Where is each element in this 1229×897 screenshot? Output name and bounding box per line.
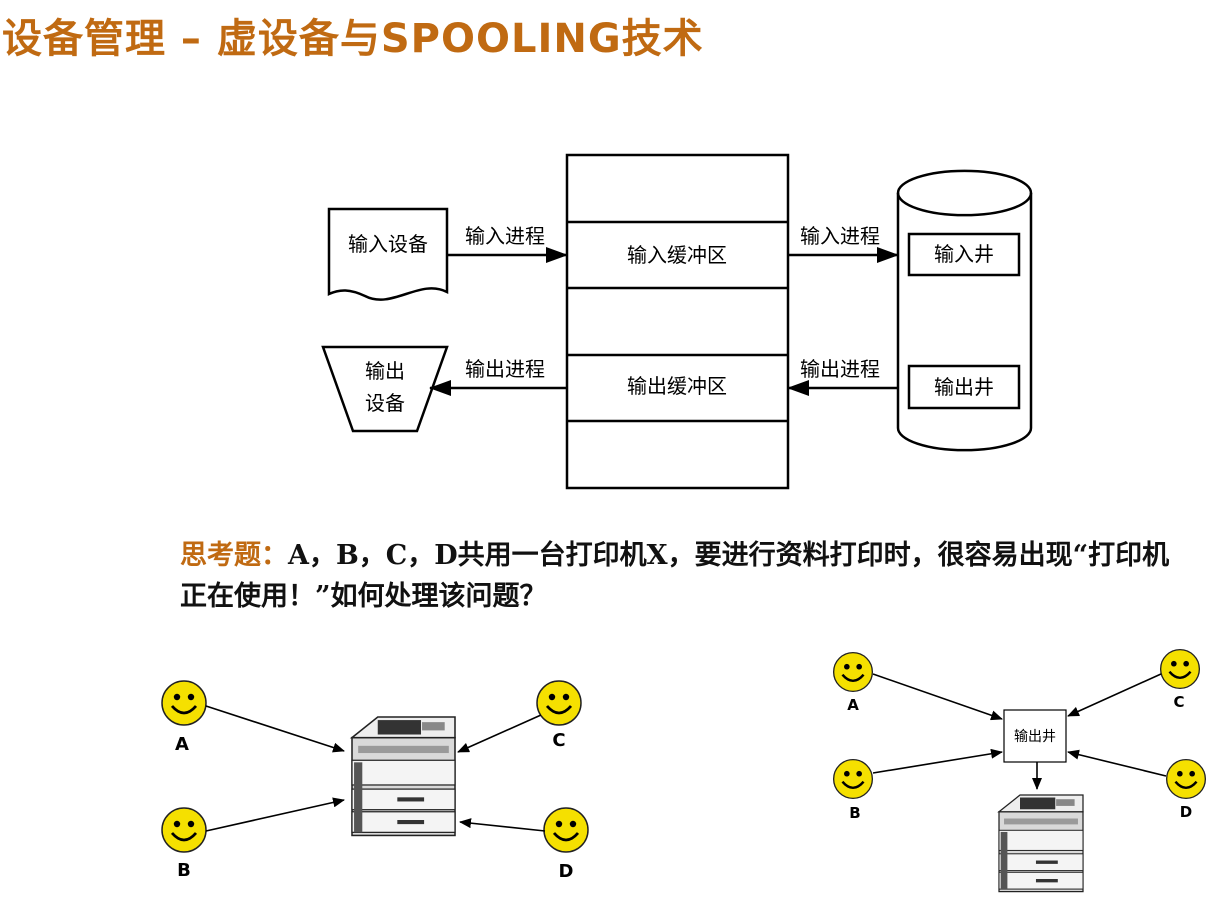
smiley-face-icon [1165,758,1207,800]
output-device: 输出 设备 [321,345,449,433]
input-device-label: 输入设备 [348,232,428,256]
smiley-face-icon [535,679,583,727]
input-well-label: 输入井 [934,242,994,266]
output-well-node [1003,709,1067,763]
output-process-left-label: 输出进程 [465,357,545,381]
user-label-b: B [177,860,191,881]
left-scene: A C B D [160,679,590,882]
printer-icon [998,794,1084,893]
user-label-a: A [175,734,189,755]
input-buffer-label: 输入缓冲区 [627,243,727,267]
smiley-face-icon [1159,648,1201,690]
smiley-face-icon [160,679,208,727]
user-label-c: C [1173,693,1184,711]
slide-title: 设备管理 – 虚设备与SPOOLING技术 [2,16,704,62]
question-body: A，B，C，D共用一台打印机X，要进行资料打印时，很容易出现“打印机正在使用！”… [180,540,1170,612]
printer-icon [351,716,456,837]
user-label-d: D [559,861,574,882]
user-label-a: A [847,696,859,714]
input-device: 输入设备 [327,207,449,301]
output-device-label-2: 设备 [365,391,405,415]
user-label-c: C [552,730,565,751]
question-text: 思考题：A，B，C，D共用一台打印机X，要进行资料打印时，很容易出现“打印机正在… [180,535,1190,617]
buffer-column: 输入缓冲区 输出缓冲区 [565,153,790,490]
input-process-left-label: 输入进程 [465,224,545,248]
output-well-node-label: 输出井 [1014,729,1056,745]
output-well-box [907,364,1021,410]
output-buffer-label: 输出缓冲区 [627,374,727,398]
question-label: 思考题： [180,540,288,571]
smiley-face-icon [832,651,874,693]
output-well-label: 输出井 [934,375,994,399]
right-scene: 输出井 A C B D [832,648,1207,893]
user-label-b: B [849,804,860,822]
output-process-right-label: 输出进程 [800,357,880,381]
disk-cylinder: 输入井 输出井 [896,169,1033,452]
user-label-d: D [1180,803,1192,821]
smiley-face-icon [160,806,208,854]
input-process-right-label: 输入进程 [800,224,880,248]
smiley-face-icon [542,806,590,854]
input-well-box [907,232,1021,277]
smiley-face-icon [832,758,874,800]
output-device-label-1: 输出 [365,359,405,383]
